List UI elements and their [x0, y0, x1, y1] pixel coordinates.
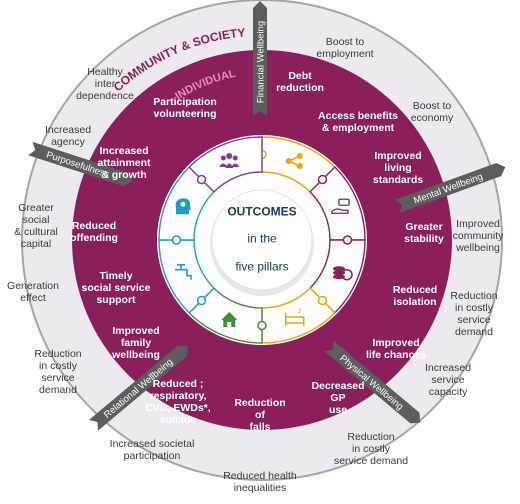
community-item: Reduction in costly service demand: [34, 347, 82, 397]
community-item: Increased agency: [44, 123, 92, 148]
banner-shape: [394, 162, 506, 214]
svg-text:z: z: [298, 308, 302, 315]
banner-shape: [89, 345, 188, 431]
community-item: Healthy inter dependence: [76, 65, 134, 103]
brain-head-icon: [175, 198, 192, 215]
community-item: Increased service capacity: [424, 361, 472, 399]
community-item: Reduction in costly service demand: [450, 289, 498, 339]
individual-item: Improved living standards: [372, 149, 424, 187]
financial-wellbeing-banner: Financial Wellbeing: [253, 1, 267, 116]
community-item: Generation effect: [7, 279, 59, 304]
coins-stack-icon: [332, 266, 353, 281]
individual-item: Reduced offending: [70, 219, 118, 244]
banner-shape: [28, 141, 133, 187]
individual-item: Participation volunteering: [153, 95, 217, 120]
banner-shape: [253, 1, 267, 116]
individual-item: Reduction of falls: [234, 396, 286, 434]
segment-node: [257, 320, 267, 331]
individual-item: Reduced isolation: [392, 283, 438, 308]
segment-node: [317, 174, 328, 185]
community-item: Greater social & cultural capital: [14, 201, 58, 251]
community-item: Improved community wellbeing: [452, 217, 504, 255]
segment-node: [317, 295, 328, 306]
community-item: Increased societal participation: [109, 437, 195, 462]
community-item: Boost to employment: [316, 35, 374, 60]
community-item: Boost to economy: [410, 99, 454, 124]
house-icon: [221, 311, 238, 327]
bed-icon: z: [285, 308, 305, 326]
community-item: Reduction in costly service demand: [333, 430, 409, 468]
center-line-1: OUTCOMES: [227, 204, 297, 219]
people-group-icon: [219, 153, 240, 169]
community-item: Reduced health inequalities: [223, 469, 297, 494]
hand-money-icon: [331, 198, 350, 214]
center-title: OUTCOMES in the five pillars: [227, 192, 296, 289]
individual-item: Greater stability: [404, 220, 444, 245]
share-network-icon: [285, 153, 303, 170]
inner-segment: [188, 136, 263, 193]
individual-item: Timely social service support: [81, 269, 151, 307]
segment-node: [342, 235, 353, 245]
segment-node: [196, 295, 207, 306]
segment-node: [171, 235, 182, 245]
individual-item: Improved family wellbeing: [112, 324, 160, 362]
individual-item: Reduced ; respiratory, CVD, EWDs*, suici…: [145, 377, 211, 427]
center-circle: [211, 189, 313, 291]
center-line-3: five pillars: [235, 259, 289, 274]
individual-item: Decreased GP use: [311, 379, 365, 417]
individual-item: Increased attainment & growth: [97, 144, 151, 182]
individual-item: Debt reduction: [276, 69, 324, 94]
individual-item: Improved life chances: [365, 336, 427, 361]
banner-shape: [324, 340, 421, 424]
tap-icon: [175, 263, 192, 280]
segment-node: [196, 174, 207, 185]
individual-item: Access benefits & employment: [318, 109, 398, 134]
banner-label: Financial Wellbeing: [256, 21, 267, 103]
center-line-2: in the: [247, 232, 277, 247]
